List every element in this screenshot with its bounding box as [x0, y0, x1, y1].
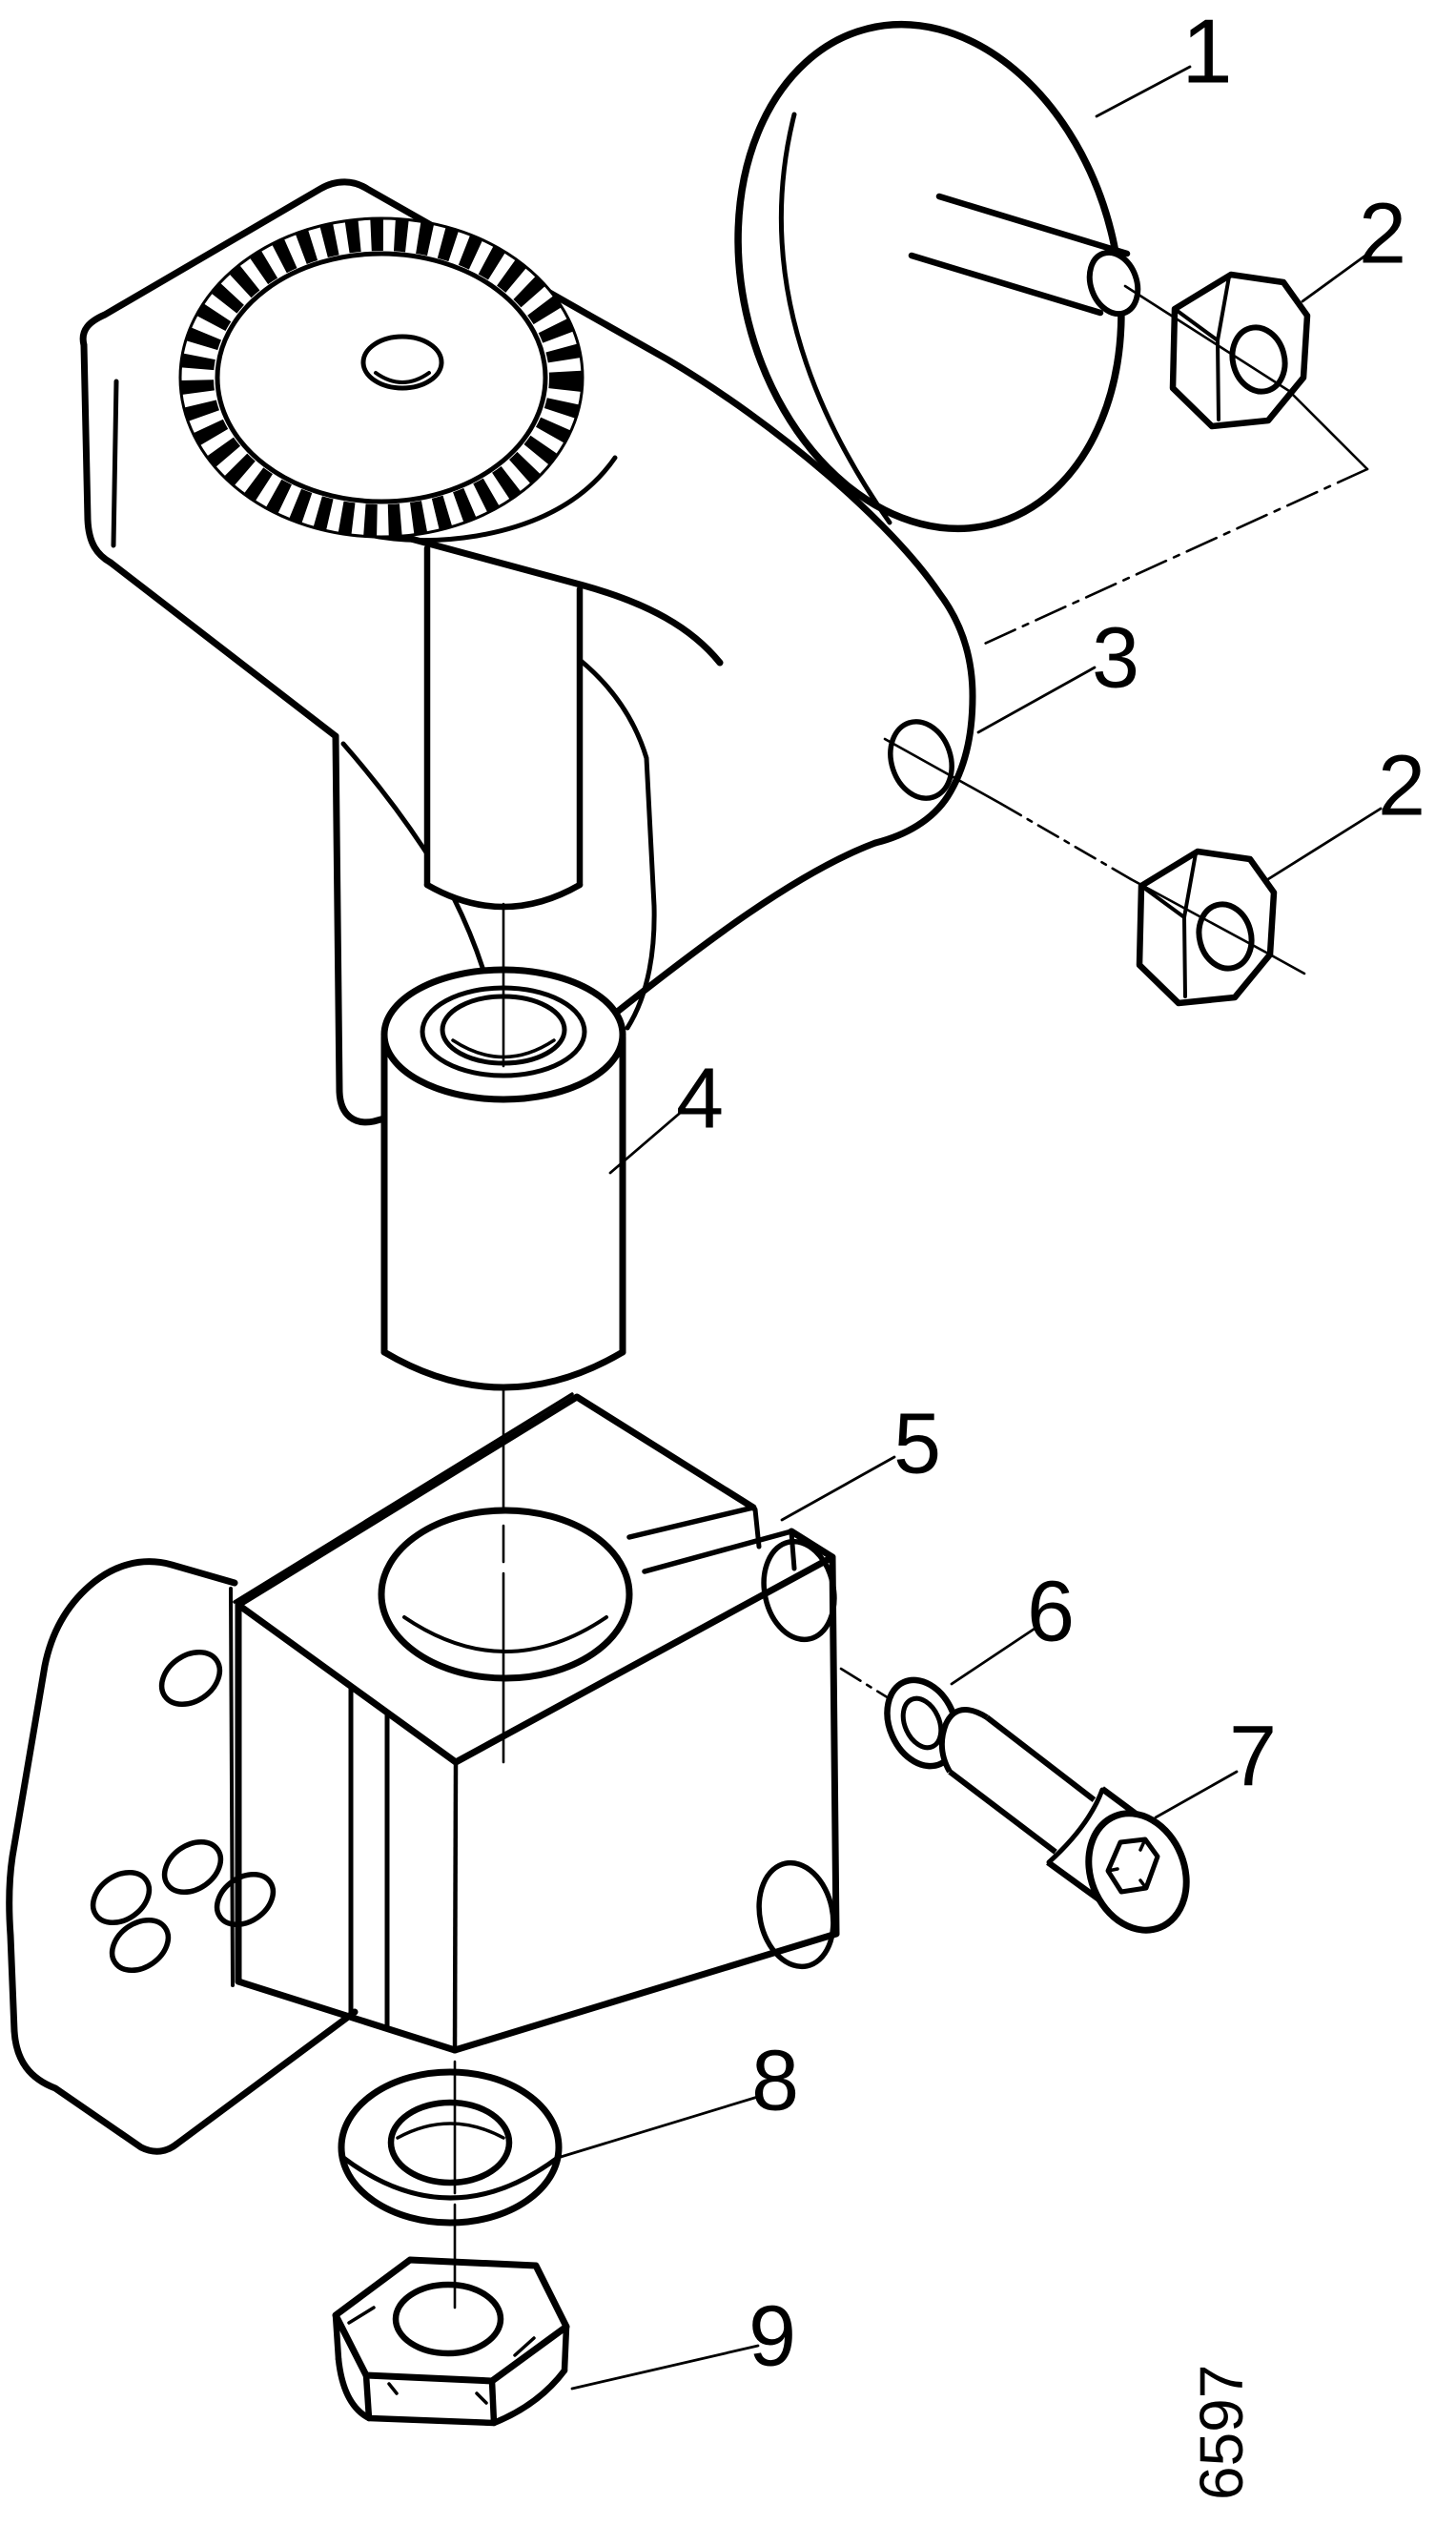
- callout-2-upper: 2: [1359, 186, 1406, 281]
- figure-number: 6597: [1187, 2365, 1256, 2500]
- channel-bracket: [79, 178, 976, 1126]
- plate-hole: [214, 1871, 277, 1928]
- large-washer: [338, 2068, 563, 2227]
- leader-9: [570, 2344, 760, 2391]
- callout-1: 1: [1181, 1, 1232, 103]
- callout-3: 3: [1092, 610, 1139, 706]
- plate-hole: [109, 1917, 172, 1974]
- block-side-hole: [761, 1538, 837, 1643]
- plate-hole: [90, 1869, 153, 1926]
- socket-head-bolt: [938, 1707, 1190, 1934]
- gear-center-hole: [360, 334, 444, 391]
- hex-socket: [1105, 1837, 1160, 1895]
- leader-8: [559, 2094, 763, 2159]
- hex-nut-upper: [1169, 271, 1311, 430]
- leader-lines: [559, 65, 1383, 2391]
- leader-2b: [1266, 807, 1383, 881]
- bracket-stud-hole: [888, 719, 954, 801]
- bracket-stud-shaft: [423, 544, 584, 911]
- callout-5: 5: [893, 1396, 941, 1491]
- knob-stud: [908, 193, 1141, 318]
- leader-6: [950, 1625, 1039, 1686]
- centerlines: [453, 284, 1369, 2309]
- plate-hole: [158, 1649, 223, 1708]
- clamp-block: [235, 1393, 840, 2054]
- callout-8: 8: [751, 2033, 799, 2128]
- callout-6: 6: [1027, 1564, 1075, 1659]
- leader-7: [1154, 1770, 1239, 1819]
- leader-4: [608, 1107, 687, 1175]
- leader-1: [1095, 65, 1192, 118]
- knob-disc: [734, 20, 1141, 533]
- large-hex-nut: [332, 2256, 570, 2427]
- callout-2-lower: 2: [1378, 738, 1425, 833]
- callout-4: 4: [676, 1051, 724, 1146]
- hex-nut-lower: [1139, 852, 1274, 1003]
- callout-7: 7: [1229, 1709, 1277, 1804]
- serrated-gear-disc: [178, 216, 618, 544]
- leader-2a: [1301, 254, 1367, 303]
- callout-labels: 1 2 3 2 4 5 6 7 8 9: [676, 1, 1425, 2385]
- block-side-hole: [756, 1859, 836, 1970]
- leader-5: [780, 1455, 896, 1522]
- gear-teeth-ring: [181, 218, 582, 537]
- callout-9: 9: [749, 2288, 796, 2384]
- plate-hole: [161, 1838, 224, 1896]
- block-bore: [378, 1507, 633, 1682]
- mounting-plate: [6, 1392, 574, 2155]
- leader-3: [976, 666, 1097, 734]
